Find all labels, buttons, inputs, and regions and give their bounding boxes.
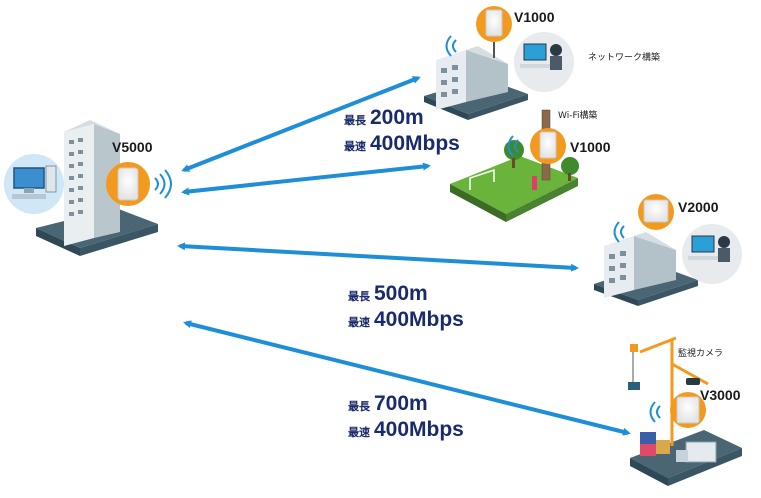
link-arrows xyxy=(177,76,631,436)
soccer-goal-icon xyxy=(469,168,495,190)
v5000-antenna-icon xyxy=(117,167,139,201)
v1000-top-label: V1000 xyxy=(514,9,555,25)
tree-icon xyxy=(504,140,524,160)
containers-icon xyxy=(640,432,670,456)
spec-distance-key: 最長 xyxy=(348,400,371,413)
link-spec-700m: 最長 700m 最速 400Mbps xyxy=(348,392,464,441)
construction-site: V3000 監視カメラ xyxy=(628,336,742,486)
spec-distance-key: 最長 xyxy=(348,290,371,303)
arrow-to-v1000-park xyxy=(181,162,431,196)
park-wifi-icon xyxy=(507,135,519,157)
spec-distance-key: 最長 xyxy=(344,114,367,127)
right-building xyxy=(604,236,634,298)
spec-distance-value: 500m xyxy=(374,282,428,305)
spec-speed-key: 最速 xyxy=(348,315,370,329)
top-building-site: V1000 ネットワーク構築 xyxy=(424,6,660,120)
spec-speed-key: 最速 xyxy=(348,425,370,439)
spec-distance-value: 700m xyxy=(374,392,428,415)
link-spec-200m: 最長 200m 最速 400Mbps xyxy=(344,106,460,155)
spec-speed-value: 400Mbps xyxy=(374,418,464,441)
arrow-to-v1000-building xyxy=(181,76,421,172)
spec-speed-key: 最速 xyxy=(344,139,366,153)
office-worker-icon xyxy=(520,43,562,70)
main-tower xyxy=(64,124,94,246)
v1000-park-label: V1000 xyxy=(570,139,611,155)
truck-icon xyxy=(676,441,717,463)
spec-speed-value: 400Mbps xyxy=(370,132,460,155)
right-building-wifi-icon xyxy=(613,221,625,243)
network-caption: ネットワーク構築 xyxy=(588,51,660,63)
v2000-antenna-icon xyxy=(643,199,669,223)
spec-speed-value: 400Mbps xyxy=(374,308,464,331)
construction-wifi-icon xyxy=(649,401,661,423)
link-spec-500m: 最長 500m 最速 400Mbps xyxy=(348,282,464,331)
v1000-park-antenna-icon xyxy=(539,131,557,159)
spec-distance-value: 200m xyxy=(370,106,424,129)
v2000-label: V2000 xyxy=(678,199,719,215)
top-building xyxy=(436,50,466,110)
camera-caption: 監視カメラ xyxy=(678,347,723,359)
v1000-top-antenna-icon xyxy=(485,9,503,37)
right-office-bubble xyxy=(682,224,742,284)
office-bubble xyxy=(514,32,574,92)
arrow-to-v3000 xyxy=(183,320,631,436)
right-building-site: V2000 xyxy=(594,194,742,306)
park-site: V1000 Wi-Fi構築 xyxy=(450,109,611,222)
right-office-worker-icon xyxy=(688,235,730,262)
main-site: V5000 xyxy=(4,120,172,256)
desktop-computer-icon xyxy=(12,165,57,199)
crane-icon xyxy=(639,336,709,446)
security-camera-icon xyxy=(686,378,700,385)
v5000-label: V5000 xyxy=(112,139,153,155)
v3000-antenna-icon xyxy=(676,396,700,424)
arrow-to-v2000 xyxy=(177,242,579,272)
person-icon xyxy=(532,176,537,190)
v5000-wifi-icon xyxy=(154,169,172,199)
v3000-label: V3000 xyxy=(700,387,741,403)
wifi-caption: Wi-Fi構築 xyxy=(558,109,597,121)
top-building-wifi-icon xyxy=(445,35,457,57)
